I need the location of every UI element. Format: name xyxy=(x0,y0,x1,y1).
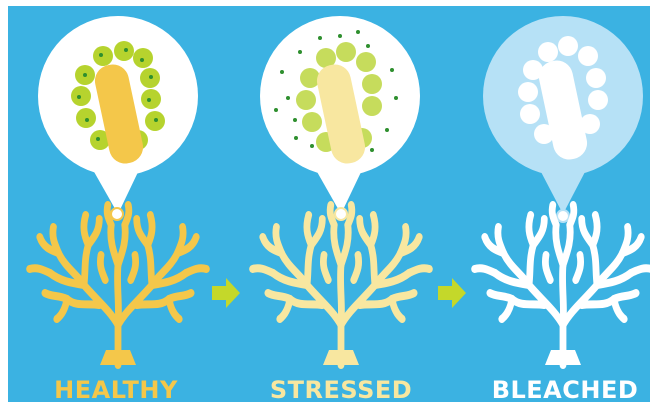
healthy-stage xyxy=(30,16,207,365)
label-bleached: BLEACHED xyxy=(480,374,650,406)
bleached-pointer xyxy=(540,170,586,214)
healthy-pointer-dot xyxy=(111,208,123,220)
bleached-stage xyxy=(475,16,652,365)
healthy-coral xyxy=(30,205,207,365)
stressed-coral xyxy=(253,205,430,365)
stressed-pointer-dot xyxy=(335,208,347,220)
stressed-stage xyxy=(253,16,430,365)
bleached-coral xyxy=(475,205,652,365)
bleached-pointer-dot xyxy=(557,210,569,222)
label-healthy: HEALTHY xyxy=(36,374,196,406)
arrow-healthy-to-stressed xyxy=(212,278,240,308)
arrow-stressed-to-bleached xyxy=(438,278,466,308)
label-stressed: STRESSED xyxy=(256,374,426,406)
